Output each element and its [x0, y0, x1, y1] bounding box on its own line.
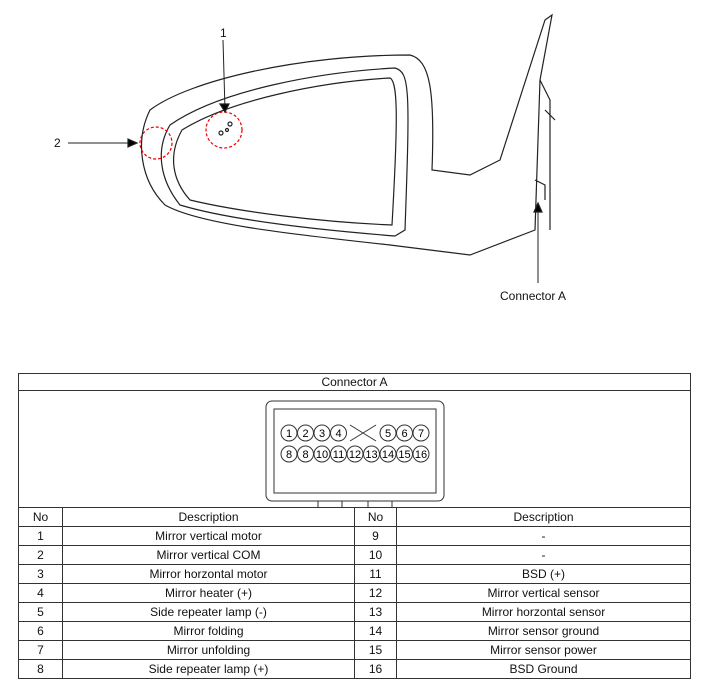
pin-label: 10: [316, 449, 328, 461]
header-no-2: No: [354, 507, 397, 527]
pin-description: Mirror vertical COM: [62, 545, 355, 565]
pin-description: Mirror sensor power: [396, 640, 691, 660]
pin-number: 10: [354, 545, 397, 565]
pin-description: Mirror horzontal motor: [62, 564, 355, 584]
pin-number: 3: [18, 564, 63, 584]
pin-label: 11: [333, 449, 344, 461]
callout-2-label: 2: [54, 136, 61, 150]
pin-number: 11: [354, 564, 397, 584]
table-header-row: No Description No Description: [18, 507, 691, 527]
pin-description: Mirror sensor ground: [396, 621, 691, 641]
latch: [367, 500, 393, 507]
pin-label: 8: [302, 449, 308, 461]
pin-description: Mirror unfolding: [62, 640, 355, 660]
pin-description: BSD (+): [396, 564, 691, 584]
pin-number: 2: [18, 545, 63, 565]
pin-description: Side repeater lamp (-): [62, 602, 355, 622]
pin-number: 13: [354, 602, 397, 622]
pin-label: 14: [382, 449, 394, 461]
pin-number: 12: [354, 583, 397, 603]
pin-description: Mirror horzontal sensor: [396, 602, 691, 622]
pin-label: 2: [302, 428, 308, 440]
blank-position: [349, 424, 377, 442]
pin-number: 1: [18, 526, 63, 546]
pin-circle: [330, 424, 347, 442]
side-mirror-illustration: [68, 13, 556, 283]
pin-circle: [412, 424, 430, 442]
pin-number: 9: [354, 526, 397, 546]
header-no: No: [18, 507, 63, 527]
pin-description: Side repeater lamp (+): [62, 659, 355, 679]
pin-label: 3: [319, 428, 325, 440]
pin-label: 8: [286, 449, 292, 461]
pin-number: 15: [354, 640, 397, 660]
pin-description: -: [396, 526, 691, 546]
header-description: Description: [62, 507, 355, 527]
pin-label: 4: [335, 428, 341, 440]
pin-label: 7: [418, 428, 424, 440]
callout-1-label: 1: [220, 26, 227, 40]
pin-description: Mirror vertical motor: [62, 526, 355, 546]
pin-description: BSD Ground: [396, 659, 691, 679]
pin-number: 8: [18, 659, 63, 679]
latch: [317, 500, 343, 507]
pin-label: 1: [286, 428, 292, 440]
pin-number: 16: [354, 659, 397, 679]
pin-number: 4: [18, 583, 63, 603]
pin-number: 14: [354, 621, 397, 641]
pin-description: Mirror folding: [62, 621, 355, 641]
header-description-2: Description: [396, 507, 691, 527]
pin-description: Mirror vertical sensor: [396, 583, 691, 603]
connector-housing: [265, 400, 445, 502]
pin-description: -: [396, 545, 691, 565]
pin-label: 13: [365, 449, 377, 461]
pin-description: Mirror heater (+): [62, 583, 355, 603]
pin-number: 5: [18, 602, 63, 622]
pin-number: 6: [18, 621, 63, 641]
pin-label: 16: [415, 449, 427, 461]
table-title: Connector A: [18, 373, 691, 391]
pin-label: 6: [401, 428, 407, 440]
connector-inner: [273, 408, 437, 494]
pin-number: 7: [18, 640, 63, 660]
connector-a-label: Connector A: [500, 289, 567, 303]
pin-circle: [412, 445, 430, 463]
pin-label: 15: [398, 449, 410, 461]
pin-label: 12: [349, 449, 361, 461]
pin-label: 5: [385, 428, 391, 440]
